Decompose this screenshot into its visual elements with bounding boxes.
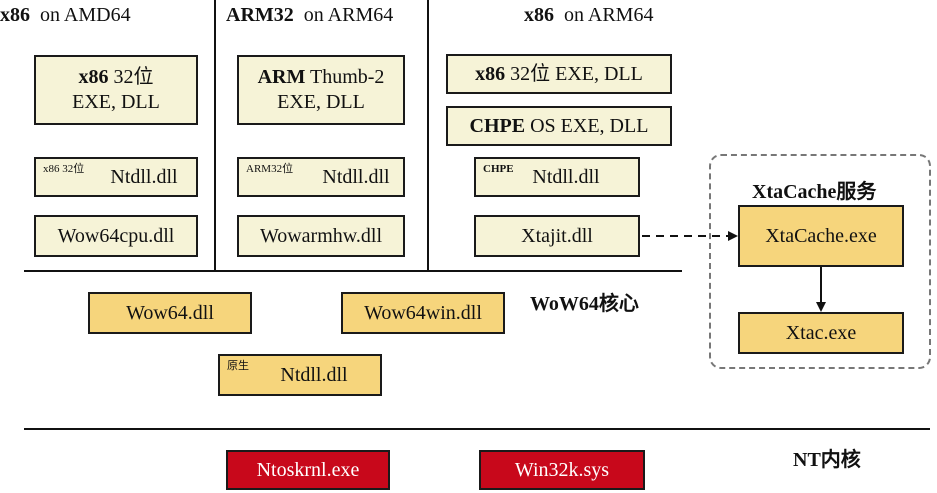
files-label: EXE, DLL xyxy=(277,91,365,113)
arm-32bit-sup: ARM32位 xyxy=(246,163,294,175)
native-sup: 原生 xyxy=(227,360,249,372)
ntdll-label: Ntdll.dll xyxy=(110,166,178,188)
xtac-exe-label: Xtac.exe xyxy=(785,322,857,344)
header-arch: x86 xyxy=(0,4,30,26)
chpe-sup: CHPE xyxy=(483,163,514,175)
chpe-os-exe-dll-box: CHPE OS EXE, DLL xyxy=(446,106,672,146)
arm-ntdll-box: ARM32位 Ntdll.dll xyxy=(237,157,405,197)
header-rest: on ARM64 xyxy=(303,4,394,26)
arch-label: CHPE xyxy=(469,115,526,137)
arm-thumb2-exe-dll-box: ARM Thumb-2 EXE, DLL xyxy=(237,55,405,125)
wowarmhw-label: Wowarmhw.dll xyxy=(259,225,383,247)
column-divider-1 xyxy=(214,0,216,270)
header-arch: ARM32 xyxy=(226,4,294,26)
x86-32bit-sup: x86 32位 xyxy=(43,163,85,175)
nt-kernel-separator xyxy=(24,428,930,430)
column-header-x86-amd64: x86 on AMD64 xyxy=(0,5,131,25)
ntdll-label: Ntdll.dll xyxy=(280,364,348,386)
files-label: EXE, DLL xyxy=(72,91,160,113)
xtacache-service-label: XtaCache服务 xyxy=(752,181,877,203)
column-divider-2 xyxy=(427,0,429,270)
ntdll-label: Ntdll.dll xyxy=(532,166,600,188)
wow64cpu-box: Wow64cpu.dll xyxy=(34,215,198,257)
xtajit-box: Xtajit.dll xyxy=(474,215,640,257)
wow64-core-label: WoW64核心 xyxy=(530,293,639,315)
x86-ntdll-box: x86 32位 Ntdll.dll xyxy=(34,157,198,197)
x86-on-arm-exe-dll-box: x86 32位 EXE, DLL xyxy=(446,54,672,94)
xtacache-exe-box: XtaCache.exe xyxy=(738,205,904,267)
ntdll-label: Ntdll.dll xyxy=(322,166,390,188)
mode-label: Thumb-2 xyxy=(309,66,385,88)
wow64win-dll-box: Wow64win.dll xyxy=(341,292,505,334)
nt-kernel-label: NT内核 xyxy=(793,449,861,471)
wow64-dll-box: Wow64.dll xyxy=(88,292,252,334)
ntoskrnl-box: Ntoskrnl.exe xyxy=(226,450,390,490)
win32k-box: Win32k.sys xyxy=(479,450,645,490)
bits-label: 32位 xyxy=(113,66,154,88)
arch-label: x86 xyxy=(78,66,109,88)
column-header-arm32-arm64: ARM32 on ARM64 xyxy=(226,5,393,25)
wowarmhw-box: Wowarmhw.dll xyxy=(237,215,405,257)
files-label: 32位 EXE, DLL xyxy=(510,63,643,85)
wow64-separator xyxy=(24,270,682,272)
files-label: OS EXE, DLL xyxy=(530,115,649,137)
arch-label: ARM xyxy=(257,66,306,88)
header-arch: x86 xyxy=(524,4,554,26)
xtajit-label: Xtajit.dll xyxy=(521,225,593,247)
wow64win-label: Wow64win.dll xyxy=(364,302,482,324)
ntoskrnl-label: Ntoskrnl.exe xyxy=(256,459,360,481)
x86-32bit-exe-dll-box: x86 32位 EXE, DLL xyxy=(34,55,198,125)
wow64cpu-label: Wow64cpu.dll xyxy=(57,225,175,247)
xtac-exe-box: Xtac.exe xyxy=(738,312,904,354)
native-ntdll-box: 原生 Ntdll.dll xyxy=(218,354,382,396)
column-header-x86-arm64: x86 on ARM64 xyxy=(524,5,653,25)
header-rest: on AMD64 xyxy=(40,4,131,26)
header-rest: on ARM64 xyxy=(564,4,654,26)
chpe-ntdll-box: CHPE Ntdll.dll xyxy=(474,157,640,197)
arch-label: x86 xyxy=(475,63,506,85)
xtacache-service-group xyxy=(709,154,931,369)
wow64-label: Wow64.dll xyxy=(126,302,214,324)
xtacache-exe-label: XtaCache.exe xyxy=(765,225,877,247)
win32k-label: Win32k.sys xyxy=(514,459,610,481)
